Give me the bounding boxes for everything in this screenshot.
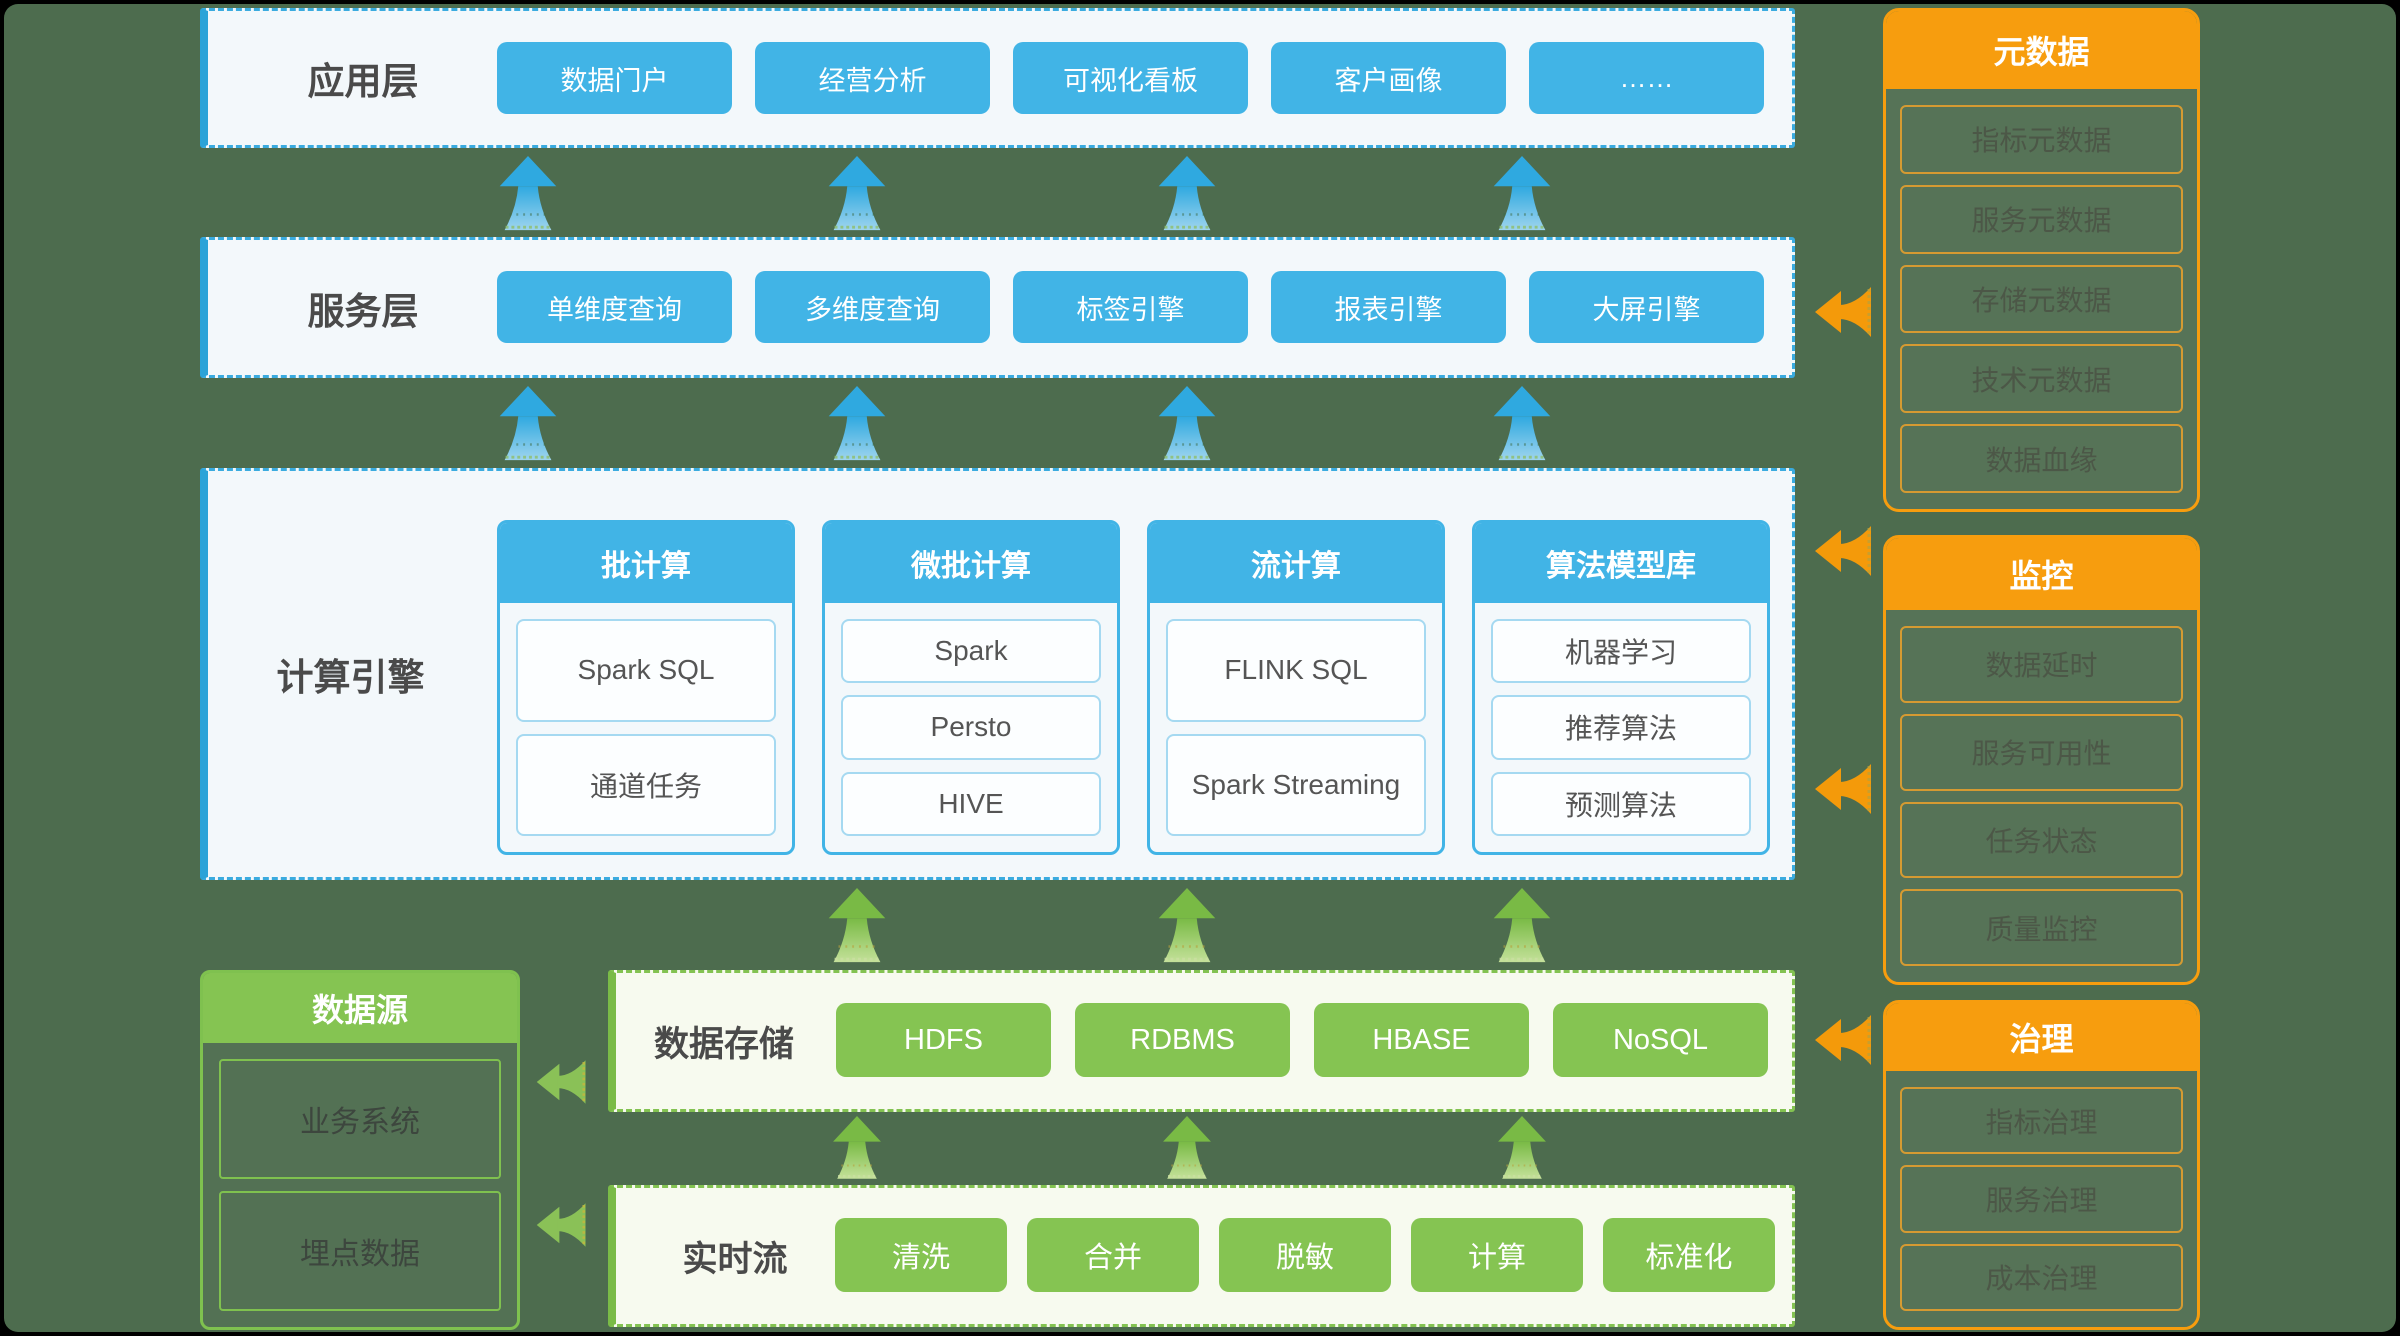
- metadata-body: 指标元数据 服务元数据 存储元数据 技术元数据 数据血缘: [1886, 89, 2197, 509]
- compute-column-algorithm: 算法模型库 机器学习 推荐算法 预测算法: [1472, 520, 1770, 855]
- datasource-panel: 数据源 业务系统 埋点数据: [200, 970, 520, 1330]
- compute-item: 通道任务: [516, 733, 776, 836]
- compute-item: 机器学习: [1491, 619, 1751, 684]
- compute-column-body: FLINK SQL Spark Streaming: [1150, 603, 1442, 852]
- storage-node-rdbms: RDBMS: [1075, 1003, 1290, 1077]
- up-arrow-icon: [1493, 156, 1551, 231]
- app-node-business-analysis: 经营分析: [755, 42, 990, 114]
- storage-node-hbase: HBASE: [1314, 1003, 1529, 1077]
- up-arrow-icon: [1163, 1116, 1211, 1179]
- compute-column-title: 流计算: [1150, 523, 1442, 603]
- up-arrow-icon: [1158, 888, 1216, 963]
- monitoring-item: 服务可用性: [1900, 713, 2183, 791]
- compute-engine-panel: 计算引擎 批计算 Spark SQL 通道任务 微批计算 Spark Perst…: [200, 468, 1795, 880]
- compute-item: Spark SQL: [516, 619, 776, 722]
- datasource-body: 业务系统 埋点数据: [203, 1043, 517, 1327]
- monitoring-item: 数据延时: [1900, 626, 2183, 703]
- left-arrow-icon: [1815, 287, 1871, 337]
- compute-item: HIVE: [841, 771, 1101, 836]
- datasource-title: 数据源: [203, 973, 517, 1043]
- monitoring-item: 任务状态: [1900, 801, 2183, 879]
- service-node-report-engine: 报表引擎: [1271, 271, 1506, 343]
- compute-engine-label: 计算引擎: [276, 657, 425, 698]
- datasource-item-tracking-data: 埋点数据: [219, 1191, 501, 1311]
- governance-panel: 治理 指标治理 服务治理 成本治理: [1883, 1000, 2200, 1330]
- service-node-bigscreen-engine: 大屏引擎: [1529, 271, 1764, 343]
- compute-column-batch: 批计算 Spark SQL 通道任务: [497, 520, 795, 855]
- app-node-customer-profile: 客户画像: [1271, 42, 1506, 114]
- realtime-node-mask: 脱敏: [1219, 1218, 1391, 1292]
- application-layer-panel: 应用层 数据门户 经营分析 可视化看板 客户画像 ……: [200, 8, 1795, 148]
- realtime-node-normalize: 标准化: [1603, 1218, 1775, 1292]
- service-node-tag-engine: 标签引擎: [1013, 271, 1248, 343]
- compute-column-title: 算法模型库: [1475, 523, 1767, 603]
- datasource-item-business-system: 业务系统: [219, 1059, 501, 1179]
- realtime-node-clean: 清洗: [835, 1218, 1007, 1292]
- service-node-single-dim-query: 单维度查询: [497, 271, 732, 343]
- up-arrow-icon: [828, 888, 886, 963]
- left-arrow-icon: [536, 1203, 586, 1247]
- up-arrow-icon: [499, 386, 557, 461]
- metadata-item: 指标元数据: [1900, 105, 2183, 174]
- storage-node-hdfs: HDFS: [836, 1003, 1051, 1077]
- up-arrow-icon: [1158, 156, 1216, 231]
- realtime-node-merge: 合并: [1027, 1218, 1199, 1292]
- monitoring-title: 监控: [1886, 538, 2197, 610]
- monitoring-panel: 监控 数据延时 服务可用性 任务状态 质量监控: [1883, 535, 2200, 985]
- app-node-visual-dashboard: 可视化看板: [1013, 42, 1248, 114]
- compute-item: Spark Streaming: [1166, 733, 1426, 836]
- metadata-panel: 元数据 指标元数据 服务元数据 存储元数据 技术元数据 数据血缘: [1883, 8, 2200, 512]
- left-arrow-icon: [536, 1060, 586, 1104]
- up-arrow-icon: [499, 156, 557, 231]
- app-node-data-portal: 数据门户: [497, 42, 732, 114]
- up-arrow-icon: [1498, 1116, 1546, 1179]
- compute-item: 预测算法: [1491, 771, 1751, 836]
- compute-column-stream: 流计算 FLINK SQL Spark Streaming: [1147, 520, 1445, 855]
- governance-item: 指标治理: [1900, 1087, 2183, 1155]
- compute-column-title: 批计算: [500, 523, 792, 603]
- compute-column-microbatch: 微批计算 Spark Persto HIVE: [822, 520, 1120, 855]
- monitoring-item: 质量监控: [1900, 889, 2183, 966]
- compute-item: FLINK SQL: [1166, 619, 1426, 722]
- realtime-node-compute: 计算: [1411, 1218, 1583, 1292]
- governance-item: 成本治理: [1900, 1243, 2183, 1311]
- compute-column-body: 机器学习 推荐算法 预测算法: [1475, 603, 1767, 852]
- metadata-item: 服务元数据: [1900, 184, 2183, 254]
- metadata-item: 数据血缘: [1900, 424, 2183, 493]
- up-arrow-icon: [1493, 386, 1551, 461]
- realtime-stream-label: 实时流: [682, 1239, 788, 1279]
- monitoring-body: 数据延时 服务可用性 任务状态 质量监控: [1886, 610, 2197, 982]
- app-node-more: ……: [1529, 42, 1764, 114]
- compute-column-body: Spark SQL 通道任务: [500, 603, 792, 852]
- up-arrow-icon: [828, 386, 886, 461]
- data-storage-label: 数据存储: [653, 1024, 794, 1064]
- governance-item: 服务治理: [1900, 1165, 2183, 1233]
- service-layer-panel: 服务层 单维度查询 多维度查询 标签引擎 报表引擎 大屏引擎: [200, 237, 1795, 378]
- compute-item: 推荐算法: [1491, 695, 1751, 760]
- governance-title: 治理: [1886, 1003, 2197, 1071]
- up-arrow-icon: [828, 156, 886, 231]
- metadata-item: 存储元数据: [1900, 264, 2183, 334]
- up-arrow-icon: [833, 1116, 881, 1179]
- compute-column-title: 微批计算: [825, 523, 1117, 603]
- data-storage-panel: 数据存储 HDFS RDBMS HBASE NoSQL: [608, 970, 1795, 1112]
- left-arrow-icon: [1815, 764, 1871, 814]
- realtime-stream-panel: 实时流 清洗 合并 脱敏 计算 标准化: [608, 1185, 1795, 1327]
- left-arrow-icon: [1815, 1015, 1871, 1065]
- up-arrow-icon: [1493, 888, 1551, 963]
- service-node-multi-dim-query: 多维度查询: [755, 271, 990, 343]
- storage-node-nosql: NoSQL: [1553, 1003, 1768, 1077]
- service-layer-label: 服务层: [307, 290, 419, 332]
- up-arrow-icon: [1158, 386, 1216, 461]
- governance-body: 指标治理 服务治理 成本治理: [1886, 1071, 2197, 1327]
- compute-item: Persto: [841, 695, 1101, 760]
- metadata-item: 技术元数据: [1900, 344, 2183, 414]
- application-layer-label: 应用层: [307, 61, 419, 102]
- compute-item: Spark: [841, 619, 1101, 684]
- left-arrow-icon: [1815, 526, 1871, 576]
- metadata-title: 元数据: [1886, 11, 2197, 89]
- compute-column-body: Spark Persto HIVE: [825, 603, 1117, 852]
